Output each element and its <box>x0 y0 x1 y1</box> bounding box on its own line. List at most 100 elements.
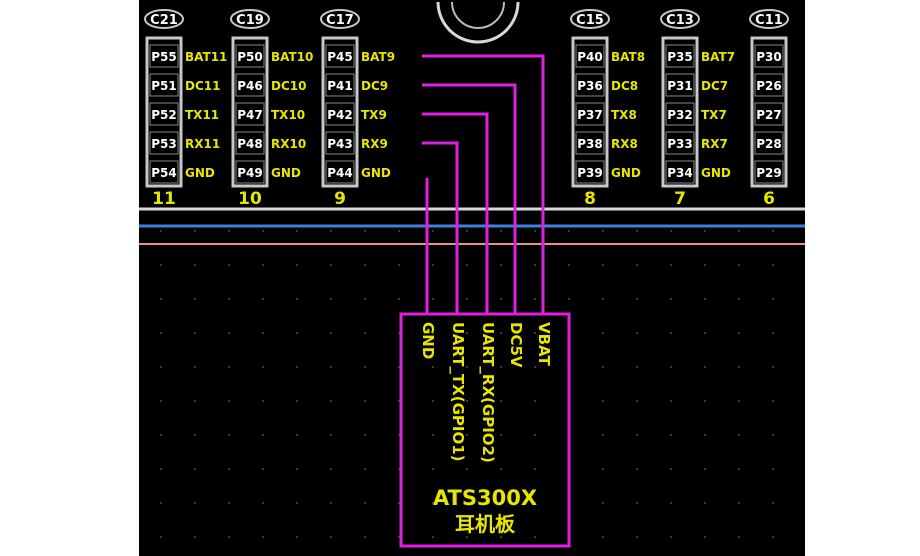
wire-rx9 <box>422 141 459 314</box>
cap-label: C19 <box>236 13 264 28</box>
module-pin-label: UART_TX(GPIO1) <box>449 322 467 462</box>
module-outline <box>399 312 571 548</box>
pad-label: P47 <box>237 108 263 122</box>
header-frame <box>661 36 699 188</box>
pad <box>665 160 695 184</box>
header-frame <box>571 36 609 188</box>
pin-net-label: DC7 <box>701 79 728 93</box>
pad <box>325 131 355 155</box>
pin-net-label: RX10 <box>271 137 306 151</box>
header-frame <box>231 36 269 188</box>
pad <box>149 131 179 155</box>
pad-label: P48 <box>237 137 263 151</box>
pin-net-label: RX11 <box>185 137 220 151</box>
mounting-hole-icon <box>436 1 520 44</box>
pad <box>665 131 695 155</box>
pin-net-label: RX7 <box>701 137 728 151</box>
pin-net-label: BAT10 <box>271 50 313 64</box>
pin-net-label: GND <box>701 166 731 180</box>
pad-label: P42 <box>327 108 353 122</box>
cap-outline-icon <box>660 9 700 29</box>
pin-net-label: BAT7 <box>701 50 735 64</box>
module-subtitle: 耳机板 <box>455 512 516 536</box>
mounting-hole-inner-icon <box>451 1 505 29</box>
pad <box>575 160 605 184</box>
pin-net-label: TX9 <box>361 108 387 122</box>
pin-net-label: BAT8 <box>611 50 645 64</box>
cap-label: C11 <box>755 13 783 28</box>
header-frame <box>321 36 359 188</box>
cap-label: C17 <box>326 13 354 28</box>
pad <box>235 44 265 68</box>
header-frame <box>145 36 183 188</box>
pin-net-label: DC10 <box>271 79 306 93</box>
pad-label: P30 <box>756 50 782 64</box>
module-pin-label: UART_RX(GPIO2) <box>479 322 497 463</box>
pin-net-label: DC11 <box>185 79 220 93</box>
pin-net-label: GND <box>361 166 391 180</box>
pad <box>325 160 355 184</box>
module-pin-label: GND <box>419 322 437 359</box>
pad <box>754 73 784 97</box>
pad-label: P54 <box>151 166 177 180</box>
pad-label: P49 <box>237 166 263 180</box>
pad <box>235 102 265 126</box>
board-grid <box>160 230 774 538</box>
pin-net-label: RX9 <box>361 137 388 151</box>
wire-tx9 <box>422 112 489 314</box>
pad <box>325 44 355 68</box>
pin-net-label: GND <box>611 166 641 180</box>
pad <box>754 102 784 126</box>
pad-label: P34 <box>667 166 693 180</box>
pad-label: P43 <box>327 137 353 151</box>
pin-net-label: TX10 <box>271 108 305 122</box>
pin-net-label: GND <box>271 166 301 180</box>
pad <box>149 44 179 68</box>
pad-label: P26 <box>756 79 782 93</box>
pin-net-label: TX11 <box>185 108 219 122</box>
pad-label: P45 <box>327 50 353 64</box>
pad <box>149 73 179 97</box>
pin-net-label: TX7 <box>701 108 727 122</box>
pin-net-label: TX8 <box>611 108 637 122</box>
cap-outline-icon <box>320 9 360 29</box>
pad-label: P31 <box>667 79 693 93</box>
header-number: 8 <box>584 189 596 209</box>
pin-net-label: BAT11 <box>185 50 227 64</box>
pad <box>754 44 784 68</box>
cap-outline-icon <box>144 9 184 29</box>
pad <box>754 160 784 184</box>
cap-label: C13 <box>666 13 694 28</box>
module-title: ATS300X <box>433 486 537 510</box>
pin-net-label: GND <box>185 166 215 180</box>
pad-label: P55 <box>151 50 177 64</box>
pad <box>665 73 695 97</box>
pin-net-label: BAT9 <box>361 50 395 64</box>
pad-label: P50 <box>237 50 263 64</box>
cap-label: C21 <box>150 13 178 28</box>
pad-label: P52 <box>151 108 177 122</box>
pad-label: P41 <box>327 79 353 93</box>
pad-label: P32 <box>667 108 693 122</box>
wire-dc9 <box>422 83 517 314</box>
header-frame <box>750 36 788 188</box>
pad <box>665 44 695 68</box>
pad <box>575 131 605 155</box>
pad-label: P35 <box>667 50 693 64</box>
module-pin-label: VBAT <box>535 322 553 366</box>
cap-outline-icon <box>570 9 610 29</box>
pad <box>235 160 265 184</box>
connection-wires <box>422 54 545 314</box>
pin-net-label: DC9 <box>361 79 388 93</box>
wire-bat9 <box>422 54 545 314</box>
pad <box>575 102 605 126</box>
pad-label: P51 <box>151 79 177 93</box>
pad-label: P37 <box>577 108 603 122</box>
pad <box>149 102 179 126</box>
header-number: 10 <box>238 189 262 209</box>
header-number: 9 <box>334 189 346 209</box>
